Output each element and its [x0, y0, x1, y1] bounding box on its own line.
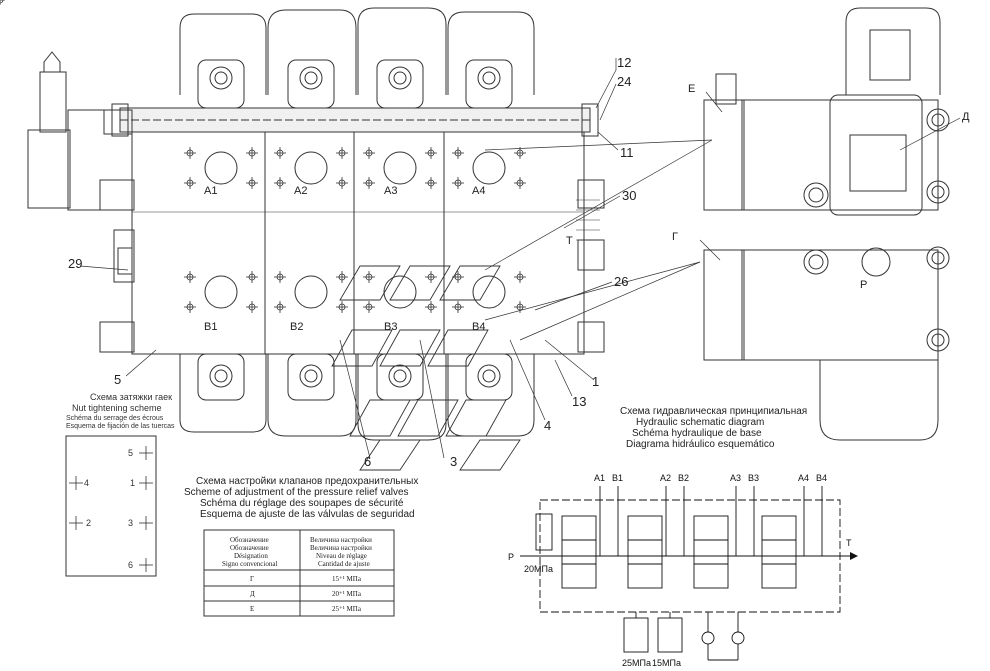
hyd-caption-ru: Схема гидравлическая принципиальная: [620, 406, 807, 417]
hyd-port-b1: B1: [612, 473, 623, 483]
bottom-caps: [179, 353, 535, 441]
relief-title-ru: Схема настройки клапанов предохранительн…: [196, 476, 418, 487]
hydraulic-labels: A1 B1 A2 B2 A3 B3 A4 B4 P T 20МПа 25МПа …: [508, 473, 852, 668]
nut-title-ru: Схема затяжки гаек: [90, 392, 172, 402]
relief-h2-l4: Cantidad de ajuste: [318, 560, 370, 568]
leader-lines: [79, 58, 713, 459]
hyd-port-b4: B4: [816, 473, 827, 483]
hyd-caption-fr: Schéma hydraulique de base: [632, 428, 762, 439]
hyd-pressure-right: 15МПа: [652, 658, 681, 668]
fastener-grid: [184, 147, 526, 313]
side-label-e: Е: [688, 83, 695, 95]
relief-row2-designation: Д: [250, 590, 255, 598]
callout-12: 12: [617, 55, 631, 70]
relief-scheme: Схема настройки клапанов предохранительн…: [184, 476, 418, 617]
hyd-port-b3: B3: [748, 473, 759, 483]
port-label-b4: B4: [472, 321, 485, 333]
right-endcap: [576, 179, 605, 353]
hyd-pressure-left: 25МПа: [622, 658, 651, 668]
relief-h2-l1: Величина настройки: [310, 536, 372, 544]
side-view: [699, 7, 961, 441]
hyd-pressure-main: 20МПа: [524, 564, 553, 574]
relief-h2-l3: Niveau de réglage: [316, 552, 367, 560]
callout-1: 1: [592, 374, 599, 389]
port-label-a3: A3: [384, 185, 397, 197]
port-label-b1: B1: [204, 321, 217, 333]
fastener-marks: [0, 0, 5, 5]
side-label-g: Г: [672, 231, 678, 243]
callout-30: 30: [622, 188, 636, 203]
relief-h1-l3: Désignation: [234, 552, 268, 560]
callout-13: 13: [572, 394, 586, 409]
relief-row1-designation: Г: [250, 575, 254, 583]
port-labels-a: A1 A2 A3 A4: [204, 185, 485, 197]
hyd-port-a1: A1: [594, 473, 605, 483]
port-label-b2: B2: [290, 321, 303, 333]
nut-point-2: 2: [86, 518, 91, 528]
relief-h2-l2: Величина настройки: [310, 544, 372, 552]
nut-point-1: 1: [130, 478, 135, 488]
hyd-port-a2: A2: [660, 473, 671, 483]
port-label-a4: A4: [472, 185, 485, 197]
callout-5: 5: [114, 372, 121, 387]
section-hatch: [331, 265, 521, 471]
nut-point-6: 6: [128, 560, 133, 570]
callout-4: 4: [544, 418, 551, 433]
port-label-b3: B3: [384, 321, 397, 333]
relief-row1-value: 15⁺¹ МПа: [332, 575, 362, 583]
nut-point-5: 5: [128, 448, 133, 458]
top-caps: [179, 7, 535, 109]
relief-table: Обозначение Обозначение Désignation Sign…: [203, 529, 395, 617]
nut-title-fr: Schéma du serrage des écrous: [66, 415, 164, 422]
side-label-t: T: [566, 235, 573, 247]
callout-3: 3: [450, 454, 457, 469]
callout-numbers: 12 24 11 30 29 26 5 1 13 4 6 3: [68, 55, 636, 469]
hydraulic-schematic: [520, 486, 858, 661]
port-label-a2: A2: [294, 185, 307, 197]
callout-6: 6: [364, 454, 371, 469]
hyd-port-b2: B2: [678, 473, 689, 483]
nut-point-3: 3: [128, 518, 133, 528]
relief-h1-l4: Signo convencional: [222, 560, 277, 568]
relief-row3-value: 25⁺¹ МПа: [332, 605, 362, 613]
relief-row2-value: 20⁺¹ МПа: [332, 590, 362, 598]
nut-point-4: 4: [84, 478, 89, 488]
callout-26: 26: [614, 274, 628, 289]
valve-body: [131, 131, 585, 355]
tie-rod: [111, 103, 599, 137]
port-label-a1: A1: [204, 185, 217, 197]
left-endcap: [27, 51, 135, 353]
hyd-port-a4: A4: [798, 473, 809, 483]
relief-h1-l2: Обозначение: [230, 544, 269, 552]
relief-title-fr: Schéma du réglage des soupapes de sécuri…: [200, 498, 404, 509]
top-lugs: [197, 59, 513, 109]
callout-11: 11: [620, 145, 634, 160]
hydraulic-caption: Схема гидравлическая принципиальная Hydr…: [620, 406, 807, 450]
port-labels-b: B1 B2 B3 B4: [204, 321, 485, 333]
nut-scheme: Схема затяжки гаек Nut tightening scheme…: [65, 392, 175, 577]
relief-row3-designation: Е: [250, 605, 254, 613]
side-label-d: Д: [962, 111, 970, 123]
nut-title-en: Nut tightening scheme: [72, 403, 162, 413]
relief-title-es: Esquema de ajuste de las válvulas de seg…: [200, 509, 415, 520]
relief-h1-l1: Обозначение: [230, 536, 269, 544]
nut-title-es: Esquema de fijación de las tuercas: [66, 423, 175, 430]
relief-title-en: Scheme of adjustment of the pressure rel…: [184, 487, 409, 498]
hyd-inlet-p: P: [508, 552, 514, 562]
hyd-caption-en: Hydraulic schematic diagram: [636, 417, 764, 428]
side-label-p: P: [860, 279, 867, 291]
callout-29: 29: [68, 256, 82, 271]
callout-24: 24: [617, 74, 631, 89]
hyd-outlet-t: T: [846, 538, 852, 548]
hyd-port-a3: A3: [730, 473, 741, 483]
hyd-caption-es: Diagrama hidráulico esquemático: [626, 439, 775, 450]
